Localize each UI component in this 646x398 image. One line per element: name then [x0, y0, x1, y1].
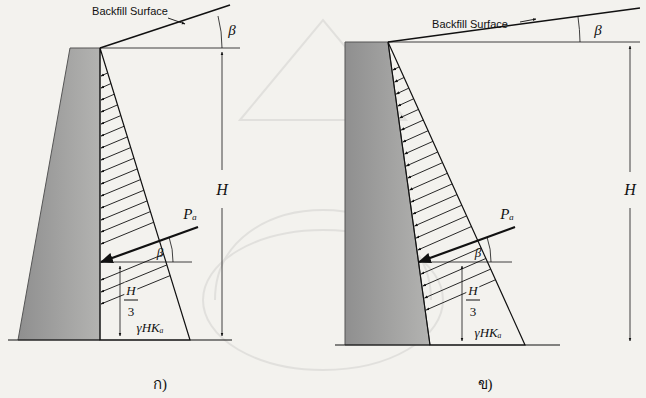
pressure-arrow — [101, 276, 170, 304]
pressure-arrow — [398, 99, 414, 106]
symbol-label: β — [473, 245, 483, 260]
pressure-arrow — [101, 169, 137, 184]
symbol-label: γHKₐ — [135, 320, 166, 335]
pressure-arrow — [416, 216, 466, 238]
pressure-arrow — [424, 269, 490, 298]
pressure-arrow — [401, 120, 423, 130]
surface-label: Backfill Surface — [430, 18, 510, 31]
symbol-label: H — [622, 181, 638, 199]
pressure-arrow — [400, 109, 419, 118]
pressure-arrow — [101, 137, 127, 148]
wall-a — [8, 5, 240, 340]
pressure-arrow — [421, 248, 481, 274]
pressure-arrow — [396, 88, 409, 94]
pressure-arrow — [101, 84, 111, 88]
symbol-label: H — [466, 283, 479, 298]
symbol-label: ก) — [151, 376, 169, 393]
pressure-arrow — [101, 212, 150, 232]
pressure-arrow — [418, 227, 472, 250]
pressure-arrow — [101, 148, 131, 160]
symbol-label: H — [124, 283, 137, 298]
pressure-arrow — [101, 222, 154, 244]
pressure-arrow — [101, 180, 141, 196]
symbol-label: β — [155, 245, 165, 260]
pressure-arrow — [403, 131, 428, 142]
pressure-arrows — [101, 67, 495, 310]
watermark-emblem — [203, 20, 443, 370]
pressure-arrow — [101, 126, 124, 136]
pressure-arrow — [413, 195, 457, 214]
symbol-label: γHKₐ — [473, 325, 504, 340]
pressure-arrow — [395, 77, 404, 82]
symbol-label: Pₐ — [181, 206, 199, 223]
symbol-label: Pₐ — [498, 206, 516, 223]
pressure-arrow — [101, 254, 164, 280]
pressure-arrow — [426, 280, 495, 310]
pressure-arrow — [101, 94, 114, 100]
pressure-arrow — [406, 152, 438, 166]
pressure-arrow — [393, 67, 399, 70]
wall-b — [335, 8, 640, 345]
pressure-arrow — [405, 141, 433, 154]
pressure-arrow — [101, 116, 121, 124]
symbol-label: β — [592, 22, 603, 39]
pressure-arrow — [408, 163, 443, 178]
pressure-arrow — [101, 105, 118, 112]
symbol-label: 3 — [126, 304, 137, 319]
pressure-arrow — [415, 205, 462, 226]
symbol-label: H — [214, 181, 230, 199]
pressure-arrow — [101, 73, 108, 76]
pressure-arrow — [410, 173, 448, 190]
surface-label: Backfill Surface — [90, 5, 170, 18]
symbol-label: β — [226, 22, 237, 39]
symbol-label: 3 — [468, 304, 479, 319]
pressure-arrow — [101, 201, 147, 220]
symbol-label: ข) — [476, 376, 495, 393]
pressure-arrow — [101, 158, 134, 172]
